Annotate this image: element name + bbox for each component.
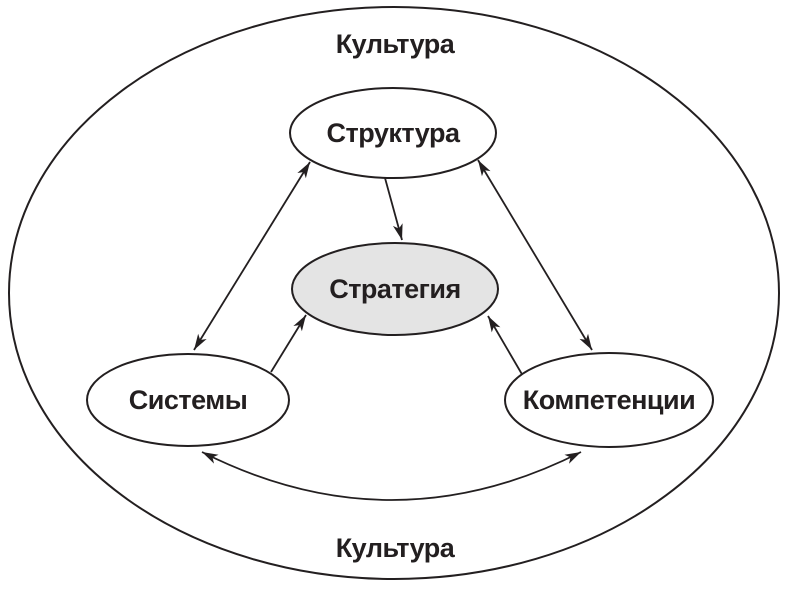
node-label-strategy: Стратегия [329,274,461,304]
node-label-systems: Системы [129,385,248,415]
arrow-structure-competencies [477,159,593,351]
node-ellipse-competencies [504,352,714,448]
node-ellipse-strategy [291,242,499,336]
outer-culture-ellipse [8,6,780,580]
node-ellipse-structure [289,87,497,179]
arrow-structure-strategy [384,177,403,241]
node-ellipse-systems [86,353,290,447]
node-label-structure: Структура [327,118,461,148]
arrow-structure-systems [193,161,311,351]
arrow-competencies-strategy [487,315,524,377]
culture-label-top: Культура [336,29,456,59]
arrow-systems-competencies [201,451,582,501]
culture-label-bottom: Культура [336,533,456,563]
arrow-systems-strategy [270,314,307,373]
node-label-competencies: Компетенции [523,385,695,415]
